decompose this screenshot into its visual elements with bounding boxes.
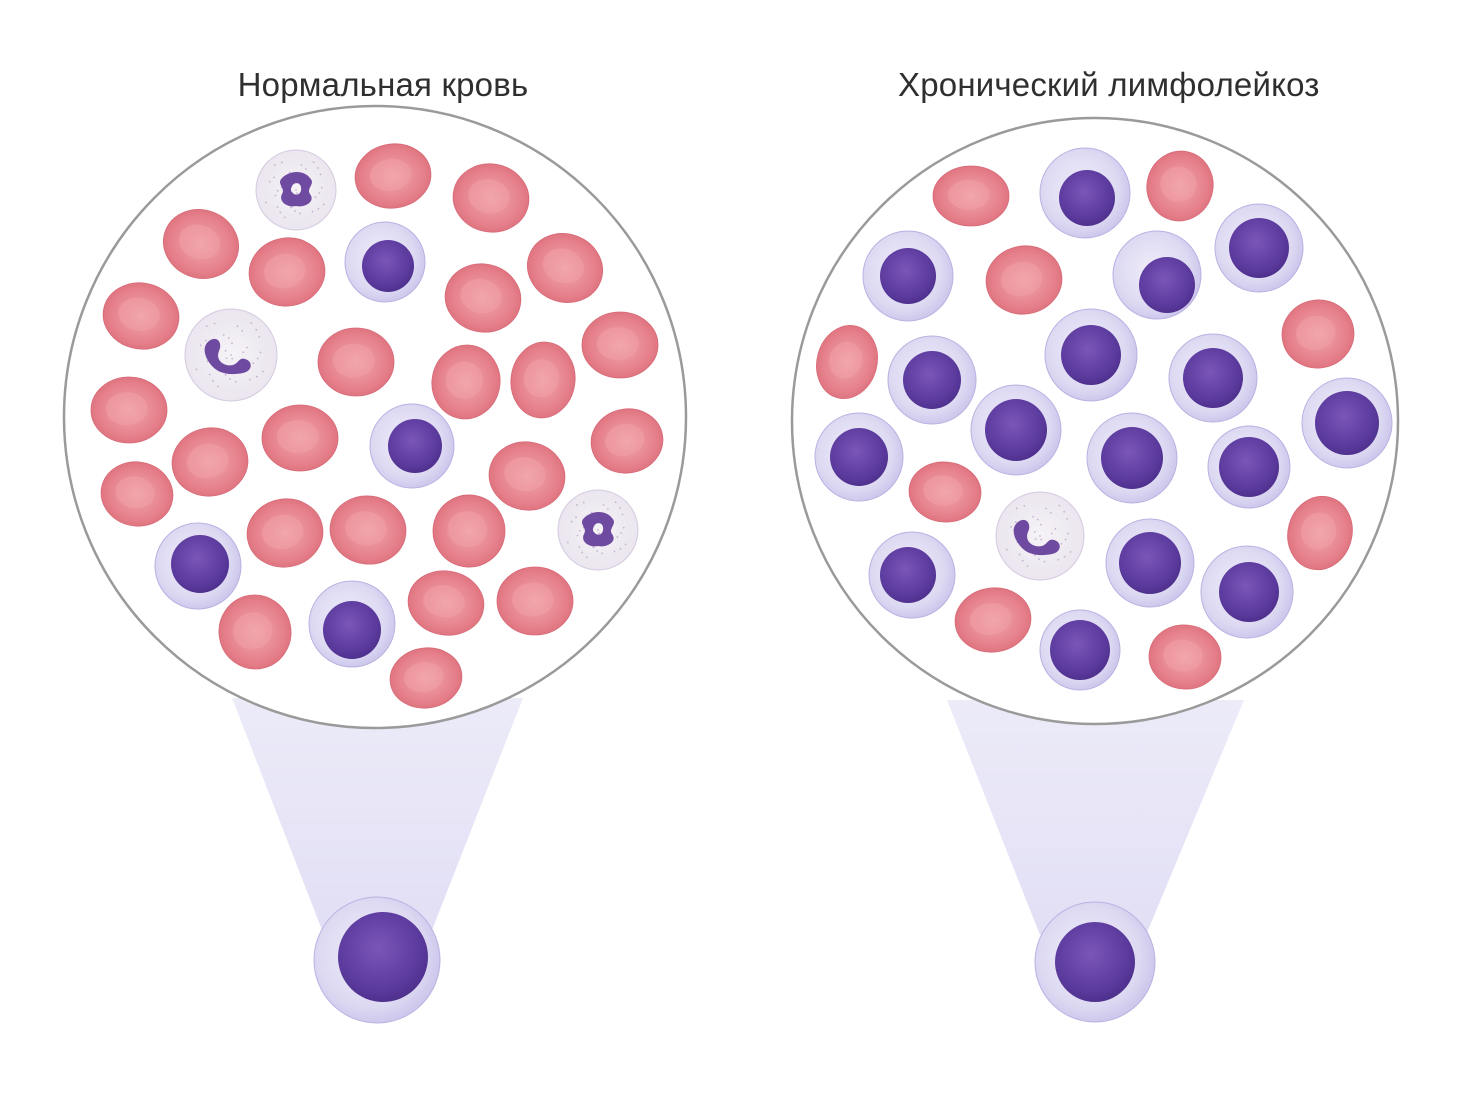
red-blood-cell (317, 327, 395, 397)
lymphocyte (344, 221, 426, 303)
red-blood-cell (248, 237, 326, 307)
red-blood-cell (102, 282, 180, 350)
panel-title-cll: Хронический лимфолейкоз (898, 66, 1320, 103)
neutrophil (255, 149, 337, 231)
red-blood-cell (488, 441, 566, 511)
red-blood-cell (431, 344, 501, 420)
lymphocyte (154, 522, 242, 610)
red-blood-cell (816, 325, 878, 399)
lymphocyte (1207, 425, 1291, 509)
lymphocyte (1105, 518, 1195, 608)
lymphocyte (814, 412, 904, 502)
red-blood-cell (389, 647, 463, 709)
red-blood-cell (1148, 624, 1222, 690)
lymphocyte (862, 230, 954, 322)
lymphocyte (1301, 377, 1393, 469)
magnifier-cone-right (947, 700, 1244, 935)
red-blood-cell (1281, 299, 1355, 369)
red-blood-cell (908, 461, 982, 523)
red-blood-cell (1146, 150, 1214, 222)
lymphocyte (313, 896, 441, 1024)
red-blood-cell (985, 245, 1063, 315)
lymphocyte (970, 384, 1062, 476)
lymphocyte (1086, 412, 1178, 504)
neutrophil (995, 491, 1085, 581)
red-blood-cell (444, 263, 522, 333)
red-blood-cell (171, 427, 249, 497)
lymphocyte (1034, 901, 1156, 1023)
lymphocyte (1168, 333, 1258, 423)
lymphocyte (1039, 609, 1121, 691)
lymphocyte (369, 403, 455, 489)
red-blood-cell (432, 494, 506, 568)
lymphocyte (887, 335, 977, 425)
red-blood-cell (407, 570, 485, 636)
red-blood-cell (261, 404, 339, 472)
lymphocyte (308, 580, 396, 668)
red-blood-cell (954, 587, 1032, 653)
red-blood-cell (932, 165, 1010, 227)
red-blood-cell (100, 461, 174, 527)
lymphocyte (1044, 308, 1138, 402)
red-blood-cell (527, 233, 603, 303)
magnifier-cone-left (232, 698, 523, 930)
lymphocyte (1214, 203, 1304, 293)
red-blood-cell (452, 163, 530, 233)
lymphocyte (1039, 147, 1131, 239)
red-blood-cell (90, 376, 168, 444)
lymphocyte (1112, 230, 1202, 320)
red-blood-cell (581, 311, 659, 379)
neutrophil (557, 489, 639, 571)
red-blood-cell (1287, 495, 1353, 571)
red-blood-cell (496, 566, 574, 636)
normal-blood-cells (90, 143, 664, 709)
red-blood-cell (510, 341, 576, 419)
lymphocyte (1200, 545, 1294, 639)
red-blood-cell (163, 209, 239, 279)
red-blood-cell (329, 495, 407, 565)
red-blood-cell (590, 408, 664, 474)
cll-blood-cells (814, 147, 1393, 691)
single-lymphocytes (313, 896, 1156, 1024)
red-blood-cell (246, 498, 324, 568)
red-blood-cell (354, 143, 432, 209)
red-blood-cell (218, 594, 292, 670)
neutrophil (184, 308, 278, 402)
lymphocyte (868, 531, 956, 619)
panel-title-normal-blood: Нормальная кровь (237, 66, 529, 103)
